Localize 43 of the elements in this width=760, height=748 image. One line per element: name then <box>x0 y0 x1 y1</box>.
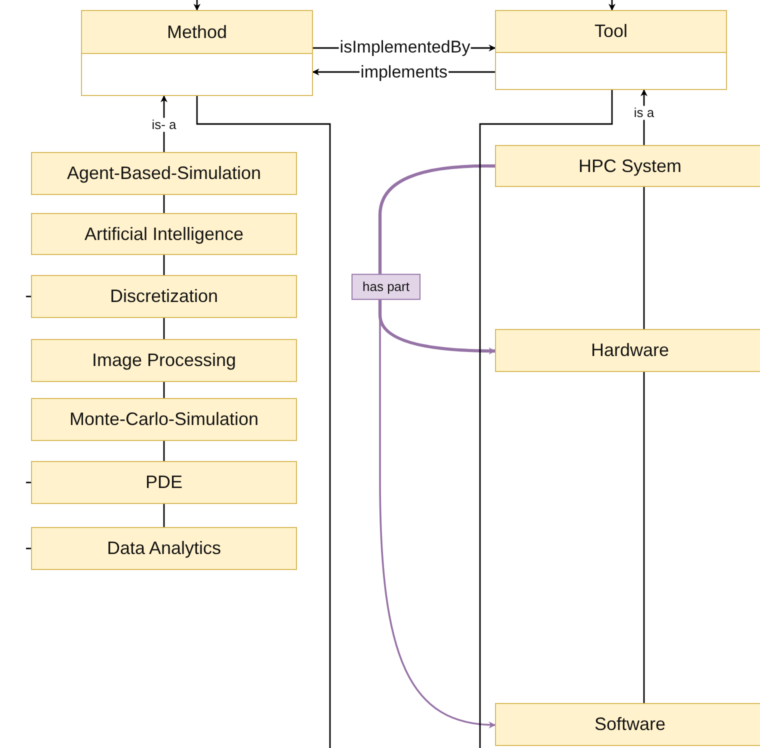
connector-line <box>196 96 331 748</box>
curved-arrow <box>378 164 496 354</box>
class-box <box>31 398 297 441</box>
connector-line <box>163 382 165 398</box>
class-name: Software <box>594 714 666 735</box>
class-box <box>495 329 760 372</box>
class-name: Monte-Carlo-Simulation <box>69 409 259 430</box>
connector-line <box>163 441 165 461</box>
class-name: Discretization <box>110 286 218 307</box>
class-box <box>81 10 313 96</box>
edge-label: is- a <box>150 118 178 132</box>
connector-line <box>163 255 165 275</box>
connector-line <box>163 195 165 213</box>
class-box <box>495 145 760 187</box>
edge-label: is a <box>632 106 656 120</box>
connector-line <box>194 0 200 11</box>
connector-line <box>608 0 616 11</box>
class-box <box>495 10 727 90</box>
class-name: Agent-Based-Simulation <box>66 163 262 184</box>
class-box <box>31 275 297 318</box>
connector-line <box>479 90 613 748</box>
class-name: Data Analytics <box>106 538 222 559</box>
class-box <box>31 213 297 255</box>
edge-label: has part <box>352 274 420 300</box>
connector-line <box>643 187 645 329</box>
class-box <box>31 461 297 504</box>
class-name: Hardware <box>590 340 670 361</box>
class-name: Artificial Intelligence <box>84 224 244 244</box>
class-box <box>495 703 760 746</box>
edge-label: implements <box>360 64 448 82</box>
class-name: Image Processing <box>92 350 236 371</box>
class-name: HPC System <box>578 156 682 176</box>
connector-line <box>643 372 645 703</box>
connector-line <box>163 318 165 339</box>
connector-line <box>640 89 648 145</box>
class-name: Method <box>166 22 228 42</box>
connector-line <box>163 504 165 527</box>
class-name: Tool <box>594 21 628 42</box>
class-name: PDE <box>145 472 182 493</box>
class-box <box>31 339 297 382</box>
class-box <box>31 152 297 195</box>
edge-label: isImplementedBy <box>338 38 472 58</box>
class-box <box>31 527 297 570</box>
